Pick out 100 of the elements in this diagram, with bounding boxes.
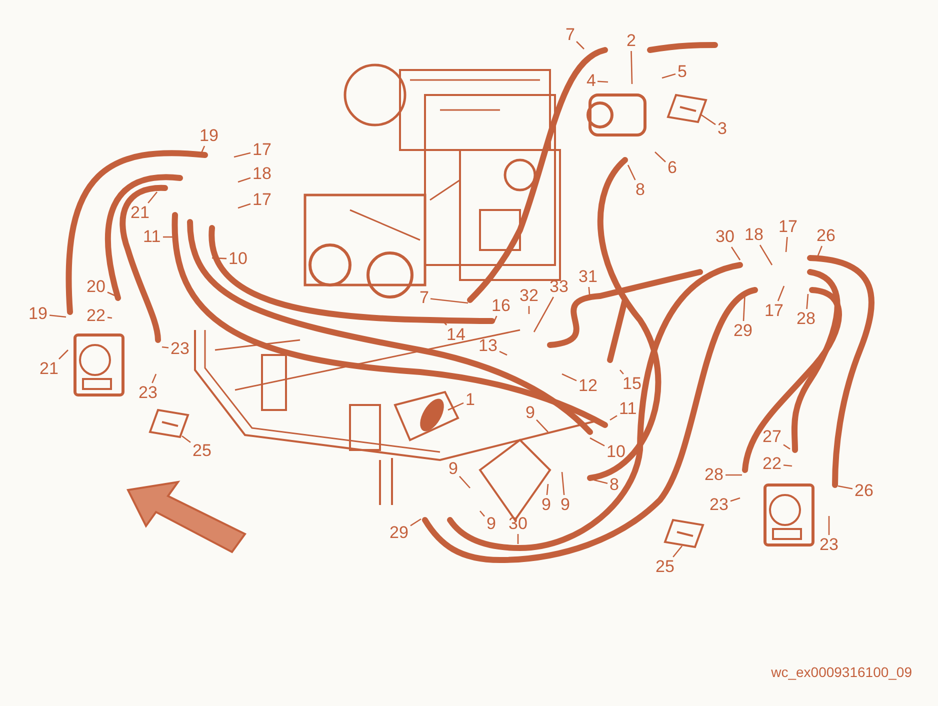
callout-number: 9 (542, 496, 551, 514)
callout-number: 3 (718, 120, 727, 138)
leader-line (730, 497, 740, 502)
leader-line (783, 444, 790, 450)
callout-number: 13 (478, 337, 498, 355)
leader-line (783, 464, 792, 467)
callout-number: 21 (40, 360, 58, 378)
leader-line (597, 80, 608, 83)
leader-line (148, 192, 158, 204)
callout-number: 7 (566, 26, 575, 44)
callout-number: 23 (710, 496, 728, 514)
callout-number: 26 (854, 482, 874, 500)
figure-code: wc_ex0009316100_09 (771, 664, 912, 680)
callout-number: 2 (626, 32, 636, 50)
callout-number: 23 (170, 340, 190, 358)
callout-number: 25 (192, 442, 212, 460)
callout-number: 12 (578, 377, 598, 395)
callout-number: 25 (656, 558, 674, 576)
leader-line (672, 546, 682, 558)
leader-line (730, 246, 741, 260)
leader-line (459, 476, 470, 488)
callout-number: 21 (130, 204, 150, 222)
leader-line (234, 152, 251, 158)
callout-number: 18 (252, 165, 272, 183)
leader-line (594, 479, 608, 484)
callout-number: 23 (138, 384, 158, 402)
callout-number: 27 (762, 428, 782, 446)
leader-line (654, 152, 666, 162)
leader-line (528, 306, 530, 314)
callout-number: 29 (390, 524, 408, 542)
callout-number: 5 (678, 63, 687, 81)
leader-line (546, 484, 549, 496)
callout-number: 8 (610, 476, 619, 494)
callout-number: 19 (28, 305, 48, 323)
leader-line (806, 294, 809, 310)
leader-line (107, 316, 112, 319)
callout-number: 17 (252, 141, 272, 159)
callout-number: 11 (143, 228, 161, 246)
callout-number: 20 (86, 278, 106, 296)
leader-line (590, 437, 605, 446)
callout-number: 10 (228, 250, 248, 268)
leader-line (533, 296, 554, 332)
leader-line (49, 314, 66, 318)
leader-line (662, 73, 676, 79)
callout-number: 17 (764, 302, 784, 320)
callout-number: 7 (420, 289, 429, 307)
leader-line (785, 236, 788, 252)
leader-line (493, 316, 498, 322)
callout-number: 18 (744, 226, 764, 244)
leader-line (410, 518, 422, 526)
leader-line (726, 474, 742, 476)
leader-line (517, 534, 519, 544)
leader-line (576, 41, 584, 50)
leader-line (152, 374, 157, 384)
callout-number: 33 (550, 278, 568, 296)
leader-line (700, 113, 716, 126)
leader-line (238, 177, 251, 183)
leader-line (448, 402, 464, 411)
leader-line (828, 516, 830, 535)
leader-line (162, 346, 169, 348)
leader-line (759, 244, 773, 266)
callout-number: 26 (816, 227, 836, 245)
leader-line (163, 236, 173, 238)
leader-line (480, 510, 485, 517)
leader-line (561, 472, 565, 496)
leader-line (838, 485, 853, 490)
callout-number: 9 (526, 404, 535, 422)
callout-number: 9 (486, 515, 496, 533)
leader-line (182, 435, 191, 443)
callout-number: 1 (466, 391, 475, 409)
callout-number: 10 (606, 443, 626, 461)
callout-number: 8 (636, 181, 645, 199)
callout-number: 16 (492, 297, 510, 315)
callout-number: 28 (704, 466, 724, 484)
callout-number: 6 (668, 159, 677, 177)
callout-number: 30 (716, 228, 734, 246)
leader-line (238, 203, 251, 209)
callout-number: 17 (252, 191, 272, 209)
leader-line (499, 350, 508, 356)
callout-number: 32 (520, 287, 538, 305)
callout-number: 9 (448, 460, 458, 478)
leader-line (536, 419, 548, 432)
leader-line (620, 370, 624, 374)
leader-line (777, 286, 785, 302)
leader-line (610, 415, 618, 421)
callout-number: 22 (762, 455, 782, 473)
leader-line (58, 350, 68, 360)
callout-number: 23 (820, 536, 838, 554)
callout-number: 31 (578, 268, 598, 286)
callout-number: 28 (796, 310, 816, 328)
leader-line (562, 373, 577, 382)
callout-number: 4 (586, 72, 596, 90)
callout-number: 14 (446, 326, 466, 344)
callout-number: 9 (560, 496, 570, 514)
leader-line (212, 257, 227, 260)
callout-number: 15 (622, 375, 642, 393)
callout-number: 17 (778, 218, 798, 236)
callout-number: 22 (86, 307, 106, 325)
leader-line (816, 246, 823, 258)
callout-number: 29 (734, 322, 752, 340)
